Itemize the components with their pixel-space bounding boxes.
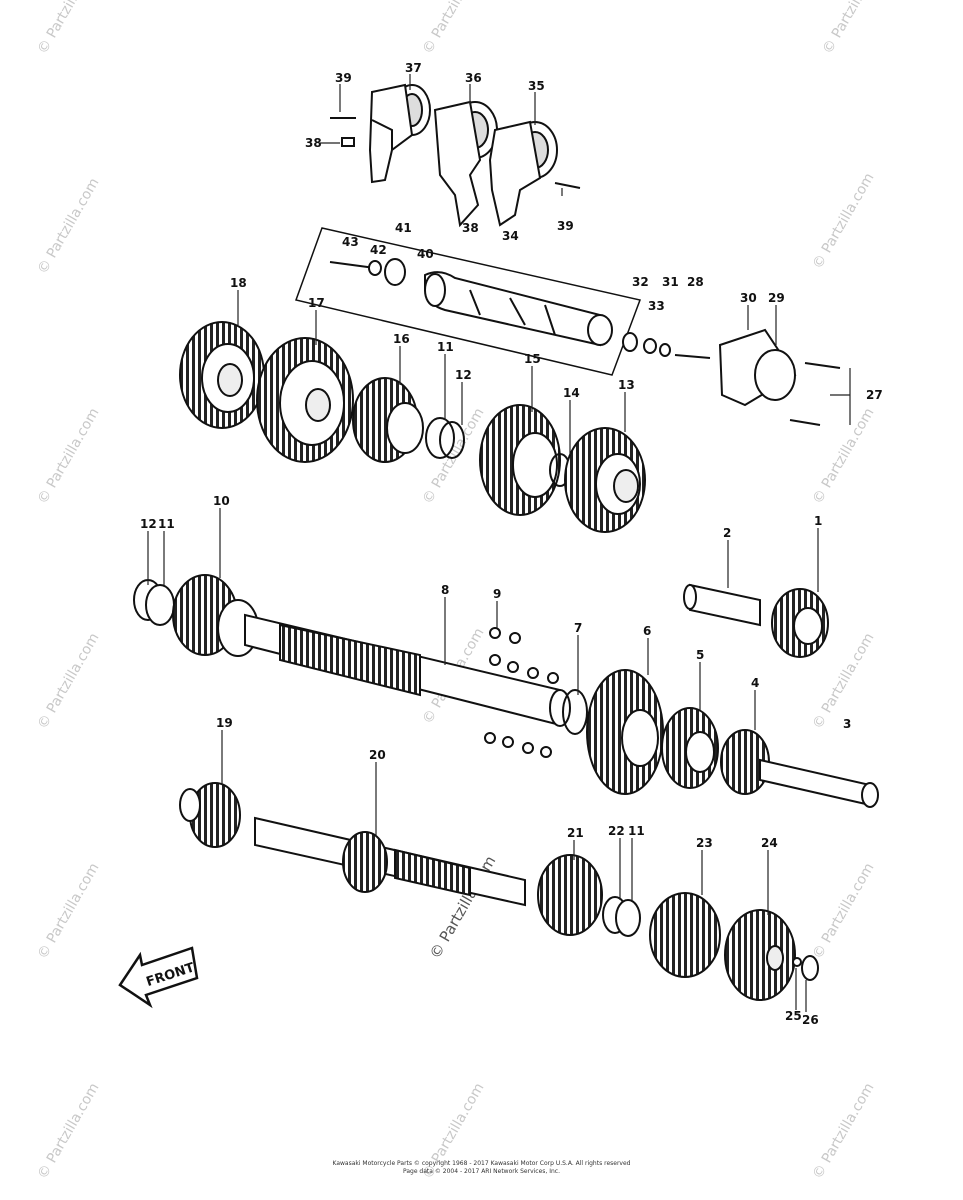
watermark-text: © Partzilla.com [810,405,878,507]
footer-page-data: Page data © 2004 - 2017 ARI Network Serv… [403,1168,560,1175]
callout-24: 24 [761,836,778,850]
gear-15 [479,404,571,516]
callout-9: 9 [493,587,501,601]
callout-38: 38 [462,221,479,235]
watermark-text: © Partzilla.com [35,405,103,507]
callout-27: 27 [866,388,883,402]
callout-34: 34 [502,229,519,243]
gear-18 [179,321,265,429]
neutral-switch-assembly [622,328,841,426]
watermark-text: © Partzilla.com [35,0,103,57]
callout-10: 10 [213,494,230,508]
callout-32: 32 [632,275,649,289]
callout-28: 28 [687,275,704,289]
callout-13: 13 [618,378,635,392]
watermark-text: © Partzilla.com [35,175,103,277]
callout-42: 42 [370,243,387,257]
callout-29: 29 [768,291,785,305]
callout-21: 21 [567,826,584,840]
callout-6: 6 [643,624,651,638]
drive-shaft-assembly [179,782,819,1001]
callout-14: 14 [563,386,580,400]
shift-drum-assembly [295,227,642,376]
gear-16 [352,377,465,463]
gear-13 [564,427,646,533]
watermark-text: © Partzilla.com [810,860,878,962]
callout-3: 3 [843,717,851,731]
callout-38: 38 [305,136,322,150]
callout-2: 2 [723,526,731,540]
callout-22: 22 [608,824,625,838]
watermark-text: © Partzilla.com [35,860,103,962]
callout-11: 11 [628,824,645,838]
callout-18: 18 [230,276,247,290]
callout-23: 23 [696,836,713,850]
callout-15: 15 [524,352,541,366]
callout-8: 8 [441,583,449,597]
callout-4: 4 [751,676,759,690]
callout-11: 11 [158,517,175,531]
callout-39: 39 [335,71,352,85]
gear-17 [256,337,354,463]
callout-39: 39 [557,219,574,233]
callout-labels: 39 37 36 35 38 38 34 39 41 43 42 40 32 3… [140,61,883,1027]
callout-20: 20 [369,748,386,762]
callout-36: 36 [465,71,482,85]
callout-11: 11 [437,340,454,354]
callout-12: 12 [140,517,157,531]
callout-19: 19 [216,716,233,730]
callout-35: 35 [528,79,545,93]
callout-16: 16 [393,332,410,346]
callout-1: 1 [814,514,822,528]
callout-26: 26 [802,1013,819,1027]
watermark-text: © Partzilla.com [35,630,103,732]
shift-fork-assembly [330,83,581,228]
watermark-text: © Partzilla.com [420,0,488,57]
mainshaft-assembly [133,574,879,808]
callout-41: 41 [395,221,412,235]
watermark-text: © Partzilla.com [810,170,878,272]
callout-40: 40 [417,247,434,261]
callout-43: 43 [342,235,359,249]
front-direction-arrow: FRONT [118,946,199,1009]
callout-7: 7 [574,621,582,635]
callout-37: 37 [405,61,422,75]
footer-copyright: Kawasaki Motorcycle Parts © copyright 19… [332,1160,631,1167]
leader-lines [147,74,851,1012]
callout-25: 25 [785,1009,802,1023]
watermark-text: © Partzilla.com [420,405,488,507]
callout-12: 12 [455,368,472,382]
callout-31: 31 [662,275,679,289]
watermark-text: © Partzilla.com [820,0,888,57]
callout-30: 30 [740,291,757,305]
callout-33: 33 [648,299,665,313]
callout-5: 5 [696,648,704,662]
callout-17: 17 [308,296,325,310]
